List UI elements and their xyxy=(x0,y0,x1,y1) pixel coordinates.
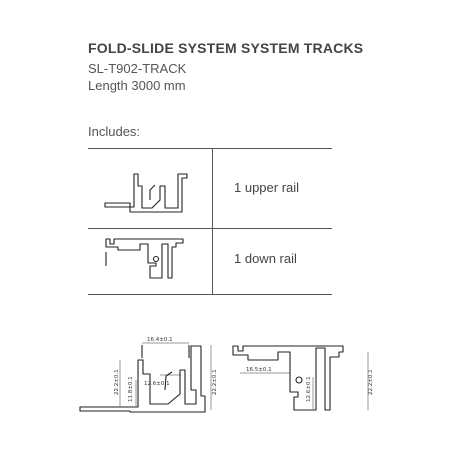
table-top-border xyxy=(88,148,332,149)
down-height-dimension: 22.2±0.1 xyxy=(368,369,374,395)
table-middle-border xyxy=(88,228,332,229)
dimension-lines xyxy=(119,342,369,410)
includes-label: Includes: xyxy=(88,124,141,139)
upper-inner-width-dimension: 12.6±0.1 xyxy=(144,381,170,387)
upper-inner-height-dimension: 11.8±0.1 xyxy=(128,376,134,402)
down-rail-technical-drawing xyxy=(232,345,344,411)
down-rail-label: 1 down rail xyxy=(234,251,297,266)
product-sku: SL-T902-TRACK xyxy=(88,61,187,76)
upper-width-dimension: 16.4±0.1 xyxy=(147,337,173,343)
upper-rail-profile-icon xyxy=(104,173,188,213)
down-rail-profile-icon xyxy=(105,238,184,279)
down-inner-height-dimension: 12.6±0.1 xyxy=(306,376,312,402)
table-bottom-border xyxy=(88,294,332,295)
upper-rail-label: 1 upper rail xyxy=(234,180,300,195)
upper-right-height-dimension: 22.2±0.1 xyxy=(212,369,218,395)
down-width-dimension: 16.5±0.1 xyxy=(246,367,272,373)
table-column-divider xyxy=(212,148,213,294)
upper-rail-technical-drawing xyxy=(79,345,206,413)
product-title: FOLD-SLIDE SYSTEM SYSTEM TRACKS xyxy=(88,40,364,56)
product-length: Length 3000 mm xyxy=(88,78,186,93)
upper-left-height-dimension: 22.2±0.1 xyxy=(114,369,120,395)
